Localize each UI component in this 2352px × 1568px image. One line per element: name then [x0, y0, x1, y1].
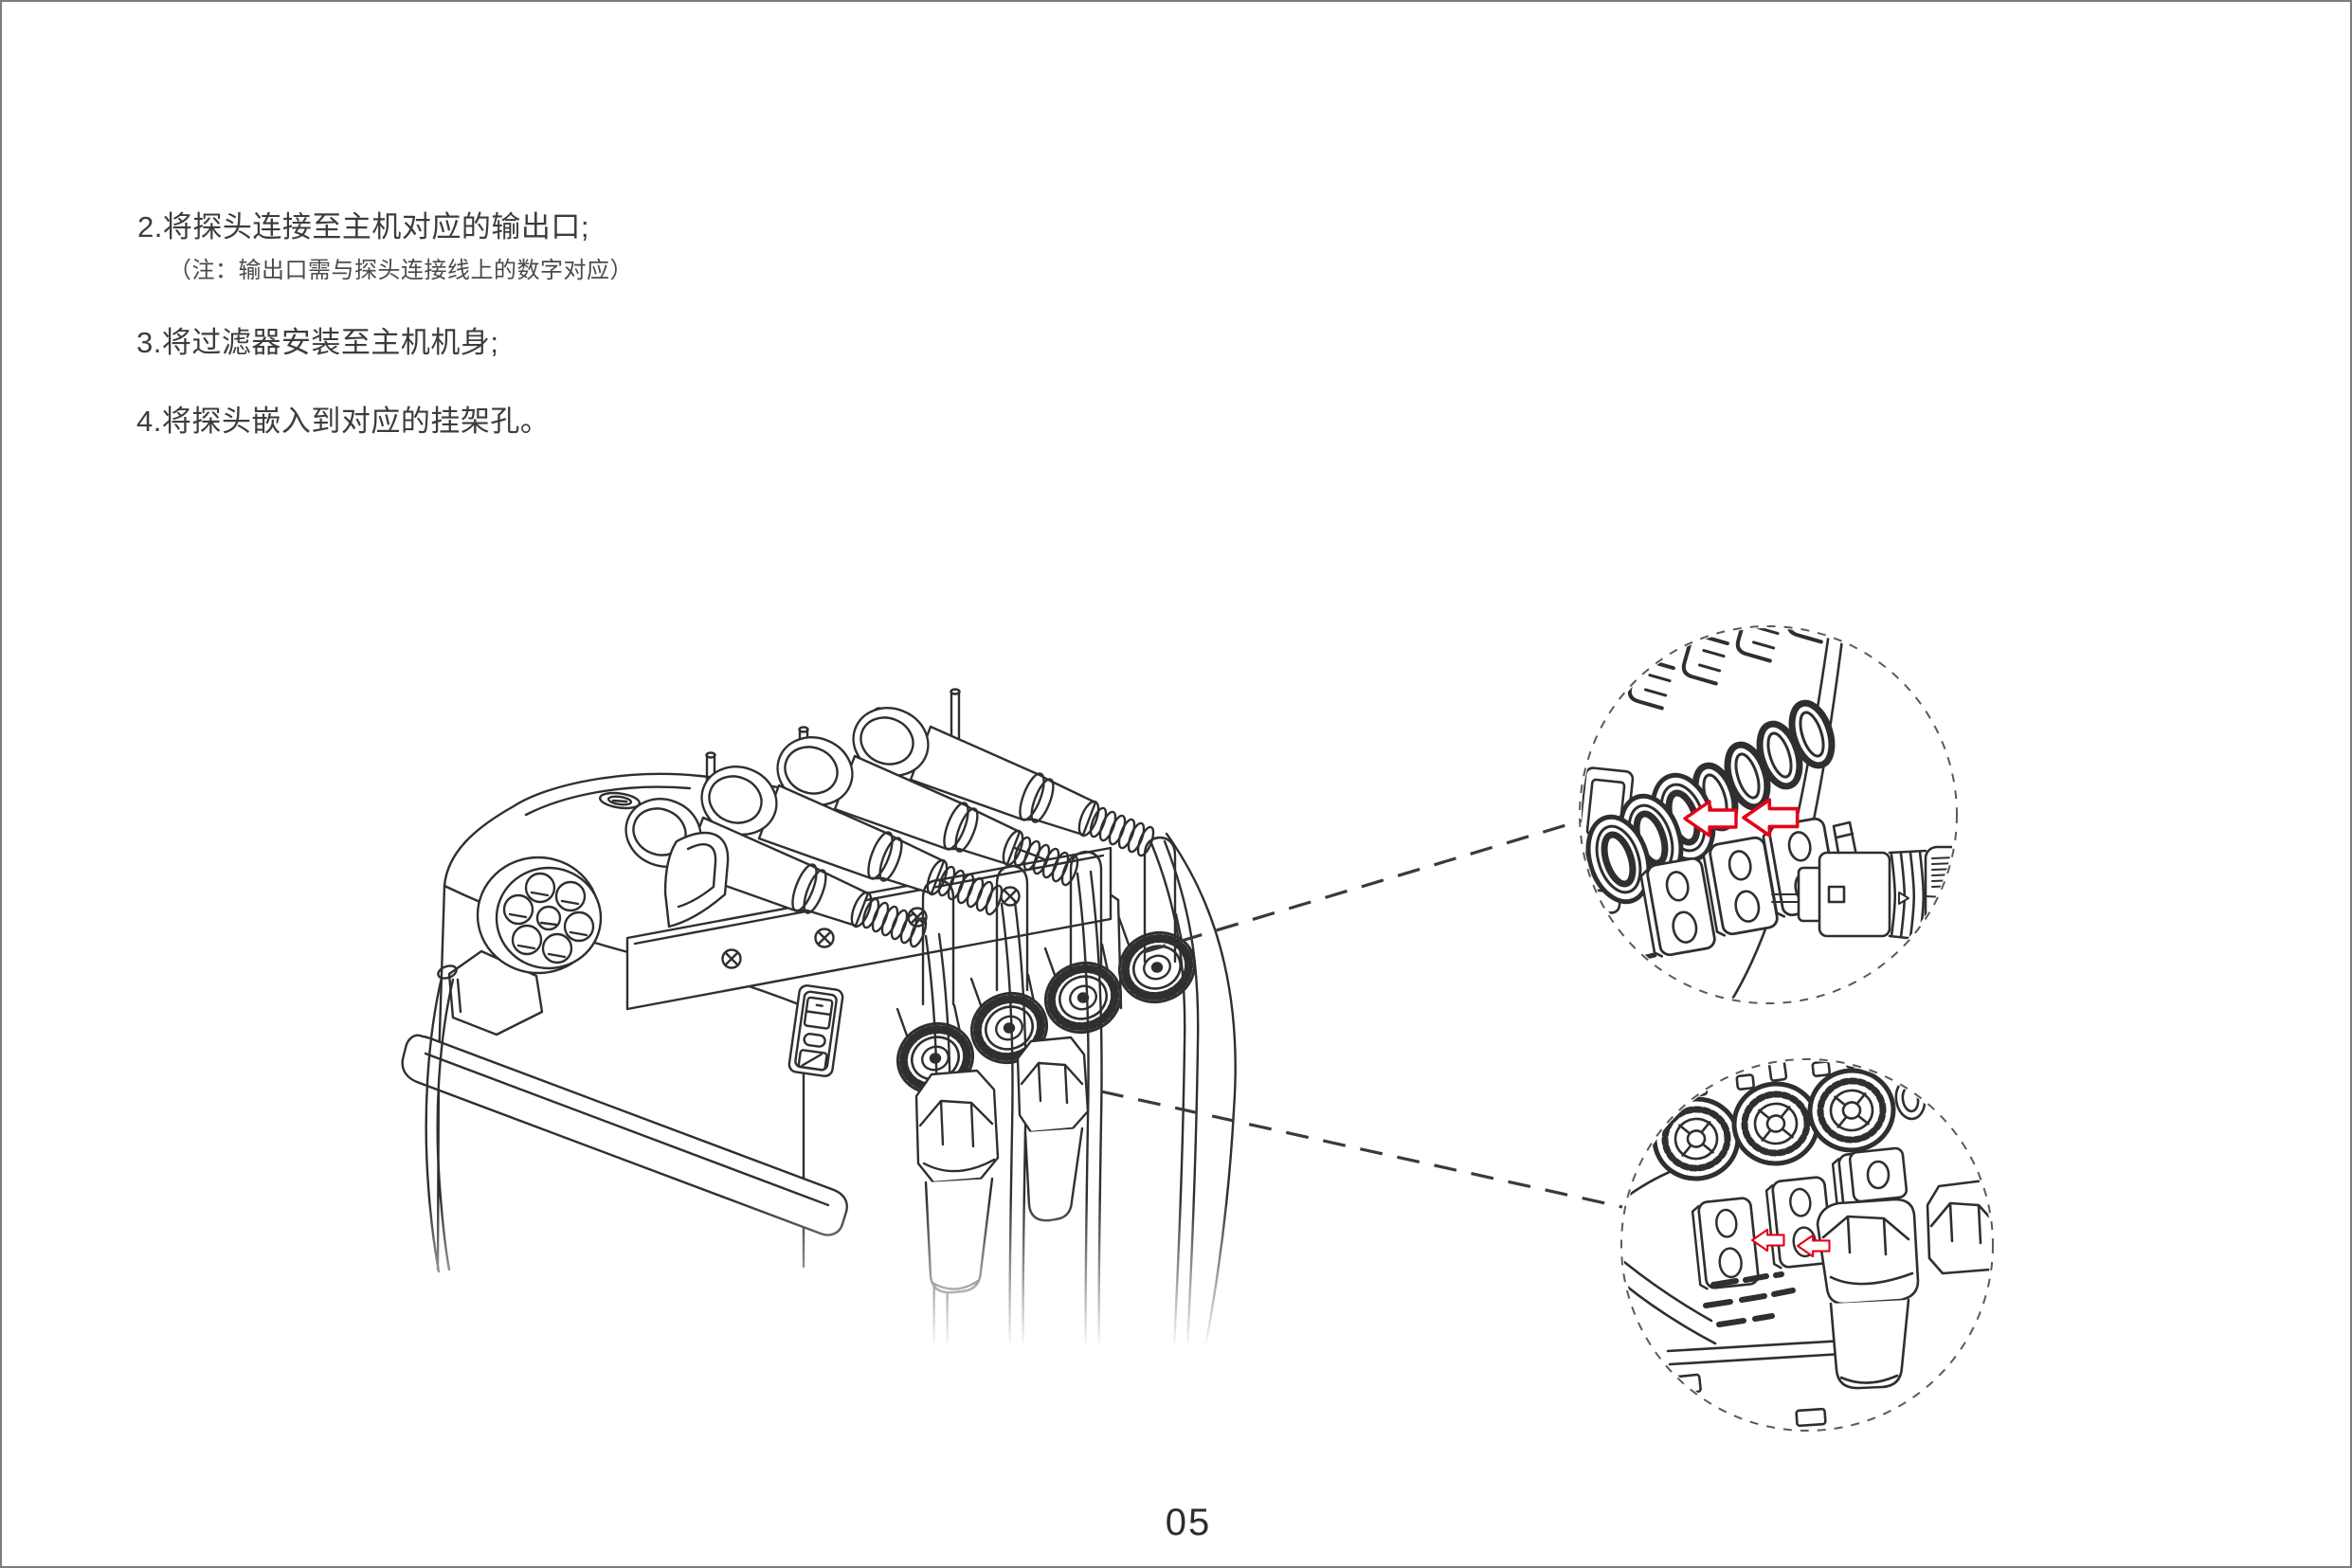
instruction-step-2: 2.将探头连接至主机对应的输出口; — [137, 210, 589, 243]
probe-rack — [625, 688, 1113, 1011]
page-number: 05 — [1165, 1502, 1212, 1543]
vent-slots-detail — [1703, 1271, 1796, 1327]
leader-line-bottom — [1100, 1090, 1623, 1209]
accessory-disc — [447, 856, 603, 1036]
instruction-step-2-note: （注：输出口需与探头连接线上的数字对应） — [169, 258, 633, 283]
filter-back-detail — [1926, 1179, 1991, 1275]
dashed-circle-bottom — [1620, 1058, 1994, 1432]
rack-clips-detail — [1625, 628, 1835, 711]
power-switch-panel — [787, 984, 844, 1077]
instruction-step-3: 3.将过滤器安装至主机机身; — [136, 326, 499, 359]
rack-hook — [663, 831, 730, 928]
dashed-circle-top — [1579, 625, 1958, 1004]
illustration-fade — [281, 1198, 1276, 1430]
top-vent — [598, 791, 642, 810]
cable-clamps — [921, 836, 1177, 1006]
leader-line-top — [1143, 819, 1583, 954]
filter-mount-plate-detail — [1848, 1146, 1909, 1203]
detail-callout-bottom — [1620, 1058, 1994, 1432]
filter-front-detail — [1816, 1198, 1920, 1390]
detail-callout-top — [1579, 625, 1958, 1004]
instruction-step-4: 4.将探头嵌入到对应的挂架孔。 — [136, 405, 551, 438]
main-unit-illustration — [281, 688, 1276, 1430]
probe-handpieces — [624, 707, 1155, 948]
